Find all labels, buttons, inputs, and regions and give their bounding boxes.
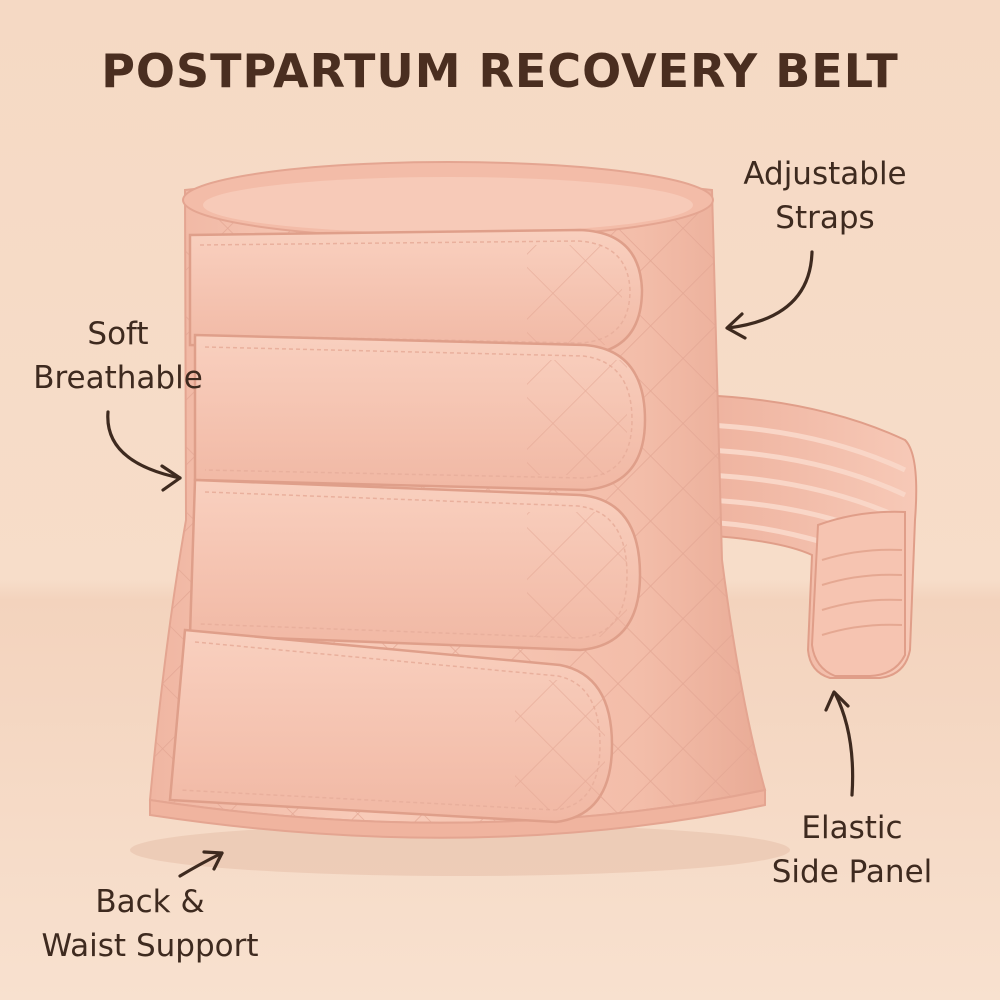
callout-back-waist-support: Back & Waist Support (20, 880, 280, 968)
strap-1 (188, 228, 644, 357)
callout-line: Side Panel (771, 854, 933, 890)
page-title: POSTPARTUM RECOVERY BELT (101, 44, 899, 98)
callout-line: Elastic (801, 810, 903, 846)
adjustable-straps (168, 228, 647, 824)
strap-4 (168, 628, 614, 824)
callout-line: Waist Support (41, 928, 259, 964)
callout-line: Breathable (33, 360, 203, 396)
strap-3 (188, 478, 642, 652)
strap-2 (193, 333, 647, 492)
callout-adjustable-straps: Adjustable Straps (725, 152, 925, 240)
callout-elastic-side-panel: Elastic Side Panel (752, 806, 952, 894)
callout-line: Back & (95, 884, 205, 920)
callout-line: Straps (775, 200, 875, 236)
callout-line: Soft (87, 316, 149, 352)
callout-line: Adjustable (743, 156, 907, 192)
elastic-side-panel (699, 393, 918, 679)
callout-soft-breathable: Soft Breathable (18, 312, 218, 400)
